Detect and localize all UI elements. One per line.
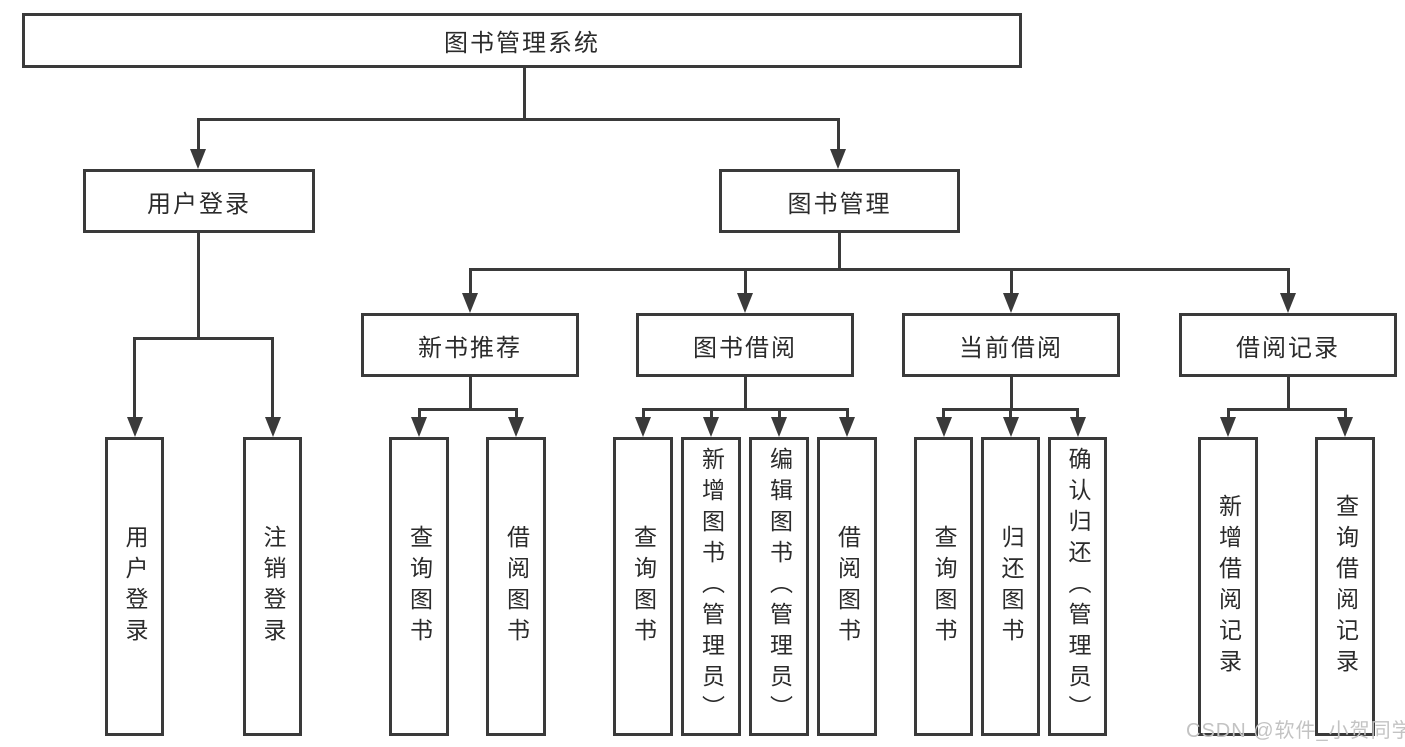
connector-root-rail — [197, 118, 840, 121]
arrow-down-icon — [1003, 293, 1019, 313]
leaf-query-book: 查询图书 — [389, 437, 449, 736]
leaf-query-book: 查询图书 — [914, 437, 973, 736]
arrow-down-icon — [771, 417, 787, 437]
connector-sec-stem — [1287, 377, 1290, 411]
leaf-add-book-admin: 新增图书（管理员） — [681, 437, 741, 736]
arrow-down-icon — [411, 417, 427, 437]
arrow-down-icon — [508, 417, 524, 437]
leaf-edit-book-admin: 编辑图书（管理员） — [749, 437, 809, 736]
watermark: CSDN @软件_小贺同学 — [1186, 720, 1405, 742]
arrow-down-icon — [1220, 417, 1236, 437]
leaf-user-login: 用户登录 — [105, 437, 164, 736]
arrow-down-icon — [127, 417, 143, 437]
connector-to-leaf — [846, 408, 849, 420]
connector-to-leaf — [515, 408, 518, 420]
connector-to-user-login — [197, 118, 200, 152]
connector-to-leaf — [942, 408, 945, 420]
arrow-down-icon — [839, 417, 855, 437]
node-label: 查询图书 — [931, 524, 957, 649]
leaf-query-borrow-record: 查询借阅记录 — [1315, 437, 1375, 736]
connector-user-rail — [133, 337, 274, 340]
node-book-management: 图书管理 — [719, 169, 960, 233]
node-label: 查询借阅记录 — [1332, 493, 1359, 680]
connector-user-stem — [197, 232, 200, 340]
node-label: 新增图书（管理员） — [698, 447, 725, 726]
leaf-borrow-book: 借阅图书 — [486, 437, 546, 736]
connector-to-leaf — [642, 408, 645, 420]
connector-to-leaf — [133, 337, 136, 419]
node-label: 确认归还（管理员） — [1065, 447, 1091, 726]
node-label: 借阅记录 — [1236, 334, 1340, 362]
connector-sec-stem — [1010, 377, 1013, 411]
connector-to-leaf — [418, 408, 421, 420]
node-label: 图书管理系统 — [444, 30, 600, 57]
node-book-borrow: 图书借阅 — [636, 313, 854, 377]
connector-sec-stem — [744, 377, 747, 411]
arrow-down-icon — [1070, 417, 1086, 437]
connector-sec-rail — [1227, 408, 1346, 411]
node-label: 注销登录 — [260, 524, 286, 649]
connector-to-leaf — [1076, 408, 1079, 420]
connector-to-leaf — [1009, 408, 1012, 420]
arrow-down-icon — [462, 293, 478, 313]
connector-to-section — [1010, 268, 1013, 296]
arrow-down-icon — [703, 417, 719, 437]
leaf-confirm-return-admin: 确认归还（管理员） — [1048, 437, 1107, 736]
node-label: 归还图书 — [998, 524, 1024, 649]
connector-to-section — [744, 268, 747, 296]
connector-sec-rail — [418, 408, 518, 411]
connector-to-leaf — [1344, 408, 1347, 420]
node-current-borrow: 当前借阅 — [902, 313, 1120, 377]
node-label: 当前借阅 — [959, 334, 1063, 362]
connector-root-stem — [523, 68, 526, 121]
connector-sec-stem — [469, 377, 472, 411]
node-borrow-records: 借阅记录 — [1179, 313, 1397, 377]
connector-to-section — [469, 268, 472, 296]
connector-book-stem — [838, 232, 841, 271]
connector-to-leaf — [271, 337, 274, 419]
leaf-add-borrow-record: 新增借阅记录 — [1198, 437, 1258, 736]
node-label: 查询图书 — [406, 524, 433, 649]
arrow-down-icon — [1337, 417, 1353, 437]
node-user-login: 用户登录 — [83, 169, 315, 233]
arrow-down-icon — [265, 417, 281, 437]
node-label: 编辑图书（管理员） — [766, 447, 793, 726]
connector-to-leaf — [1227, 408, 1230, 420]
node-label: 查询图书 — [630, 524, 657, 649]
node-new-book-recommend: 新书推荐 — [361, 313, 579, 377]
node-root: 图书管理系统 — [22, 13, 1022, 68]
connector-to-leaf — [710, 408, 713, 420]
arrow-down-icon — [1003, 417, 1019, 437]
node-label: 借阅图书 — [834, 524, 861, 649]
arrow-down-icon — [830, 149, 846, 169]
leaf-query-book: 查询图书 — [613, 437, 673, 736]
node-label: 借阅图书 — [503, 524, 530, 649]
leaf-logout: 注销登录 — [243, 437, 302, 736]
connector-sec-rail — [642, 408, 848, 411]
leaf-borrow-book: 借阅图书 — [817, 437, 877, 736]
node-label: 图书管理 — [787, 190, 892, 218]
node-label: 新书推荐 — [418, 334, 522, 362]
arrow-down-icon — [635, 417, 651, 437]
arrow-down-icon — [190, 149, 206, 169]
leaf-return-book: 归还图书 — [981, 437, 1040, 736]
node-label: 图书借阅 — [693, 334, 797, 362]
arrow-down-icon — [737, 293, 753, 313]
connector-to-section — [1287, 268, 1290, 296]
connector-book-rail — [469, 268, 1290, 271]
arrow-down-icon — [936, 417, 952, 437]
node-label: 用户登录 — [147, 190, 251, 218]
node-label: 用户登录 — [122, 524, 148, 649]
arrow-down-icon — [1280, 293, 1296, 313]
node-label: 新增借阅记录 — [1215, 493, 1242, 680]
connector-to-leaf — [778, 408, 781, 420]
connector-to-book-mgmt — [837, 118, 840, 152]
